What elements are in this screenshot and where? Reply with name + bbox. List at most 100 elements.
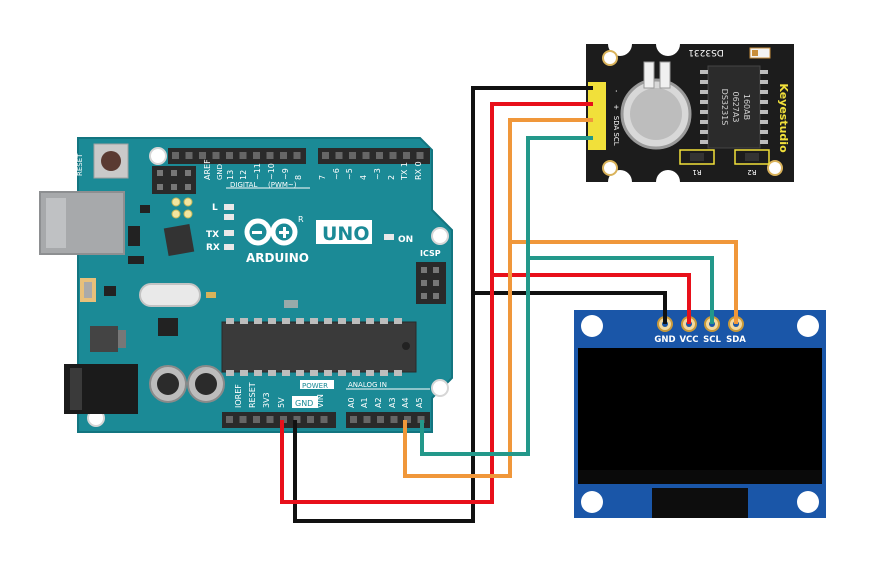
header-pin (199, 152, 206, 159)
digital-pin-label: ~10 (267, 163, 276, 180)
header-pin (253, 152, 260, 159)
chip-marking: 160AB (742, 94, 751, 120)
header-pin (363, 416, 371, 423)
header-pin (253, 416, 260, 423)
chip-pin (760, 140, 768, 144)
oled-mounting-hole (581, 315, 603, 337)
rtc-resistor-r2: R2 (747, 168, 756, 176)
header-pin (362, 152, 370, 159)
rtc-brand: Keyestudio (777, 83, 790, 153)
vcc-wire-oled (492, 273, 691, 324)
arduino-logo-text: ARDUINO (246, 251, 309, 265)
chip-pin (700, 80, 708, 84)
chip-pin (760, 130, 768, 134)
wires (280, 86, 738, 523)
rtc-pin-header (588, 82, 606, 150)
digital-pin-label: 4 (359, 175, 368, 180)
oled-ribbon (652, 488, 748, 518)
uno-badge (316, 220, 372, 244)
analog-header (346, 412, 430, 428)
oled-mounting-hole (797, 491, 819, 513)
header-pin (404, 416, 411, 423)
scl-wire-rtc (420, 136, 593, 456)
analog-pin-label: A5 (415, 397, 424, 408)
header-pin (307, 416, 314, 423)
header-pin (239, 416, 247, 423)
power-header (222, 412, 336, 428)
header-pin (226, 152, 233, 159)
usb-chip (163, 223, 195, 257)
header-pin (280, 152, 287, 159)
header-pin (390, 416, 398, 423)
digital-pin-label: 8 (294, 175, 303, 180)
sda-wire-rtc (403, 118, 593, 478)
digital-label: DIGITAL (230, 181, 257, 189)
oled-pin-label: VCC (679, 335, 698, 345)
oled-pin-label: SDA (726, 335, 746, 345)
led-tx-label: TX (206, 230, 219, 240)
header-pin (417, 416, 425, 423)
analog-pin-label: A3 (388, 397, 397, 408)
analog-pin-label: A0 (347, 397, 356, 408)
oled-pin-label: GND (654, 335, 675, 345)
digital-pin-label: ~11 (253, 163, 262, 180)
header-pin (320, 416, 328, 423)
header-pin (239, 152, 247, 159)
oled-screen (578, 348, 822, 484)
header-pin (376, 152, 383, 159)
infinity-logo-icon (244, 218, 298, 246)
chip-pin (760, 80, 768, 84)
header-pin (293, 152, 301, 159)
oled-display: GND VCC SCL SDA (574, 310, 826, 518)
led-rx-label: RX (206, 243, 220, 253)
digital-pin-label: ~5 (345, 168, 354, 180)
icsp-label: ICSP (420, 249, 441, 258)
power-jack-edge (70, 368, 82, 410)
led-on-label: ON (398, 235, 413, 245)
analog-pin-label: A1 (360, 397, 369, 408)
digital-pin-label: ~3 (373, 168, 382, 180)
rtc-pin-label: - (612, 90, 620, 93)
digital-header-right (318, 148, 430, 164)
power-pin-label: IOREF (234, 384, 243, 408)
header-pin (322, 152, 329, 159)
header-pin (335, 152, 343, 159)
chip-pin (760, 100, 768, 104)
atmega-chip (221, 321, 417, 373)
rtc-resistor-r1: R1 (692, 168, 701, 176)
vcc-wire-rtc (280, 102, 593, 504)
oled-pin-label: SCL (703, 335, 721, 345)
header-pin (266, 416, 274, 423)
header-pin (377, 416, 384, 423)
header-pin (280, 416, 287, 423)
chip-pin (700, 120, 708, 124)
header-pin (403, 152, 410, 159)
chip-pin (760, 110, 768, 114)
oled-mounting-hole (797, 315, 819, 337)
aref-label: AREF (203, 159, 212, 180)
digital-pin-label: 2 (387, 175, 396, 180)
reset-label: RESET (76, 153, 84, 176)
mounting-hole (149, 147, 167, 165)
header-pin (349, 152, 356, 159)
header-pin (266, 152, 274, 159)
chip-pin (760, 120, 768, 124)
chip-pin (700, 110, 708, 114)
analog-pin-label: A2 (374, 397, 383, 408)
digital-pin-label: 7 (318, 175, 327, 180)
chip-pin (700, 130, 708, 134)
icsp-header (416, 262, 446, 304)
analog-pin-label: A4 (401, 397, 410, 408)
digital-pin-label: 12 (239, 170, 248, 180)
mounting-hole (431, 227, 449, 245)
header-pin (350, 416, 357, 423)
chip-pin (700, 100, 708, 104)
rtc-pin-label: SDA (612, 116, 620, 131)
chip-marking: DS3231S (720, 89, 729, 126)
scl-wire-oled (528, 256, 714, 324)
digital-pin-label: 13 (226, 170, 235, 180)
power-pin-label: 5V (277, 397, 286, 408)
